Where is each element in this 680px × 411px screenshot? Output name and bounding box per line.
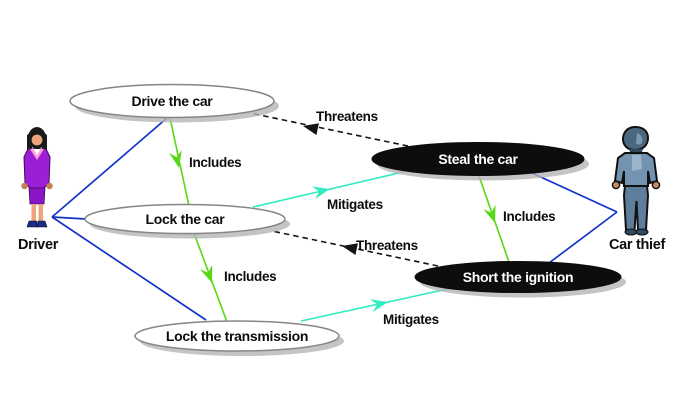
thief-shirt-highlight bbox=[632, 155, 642, 171]
node-label: Lock the car bbox=[146, 211, 226, 227]
thief-face bbox=[636, 133, 643, 145]
driver-actor-figure bbox=[21, 127, 53, 228]
association-driver-lock-transmission bbox=[51, 216, 207, 321]
thief-shoe bbox=[624, 228, 638, 236]
includes-arrowhead bbox=[169, 150, 182, 168]
edge-mitigates-transmission-short: Mitigates bbox=[300, 287, 453, 327]
driver-skirt bbox=[28, 187, 46, 205]
association-lines bbox=[51, 117, 618, 321]
car-thief-actor-figure bbox=[611, 125, 661, 236]
edge-threatens-short-lock: Threatens bbox=[271, 230, 439, 267]
driver-hand bbox=[46, 182, 53, 190]
node-label: Drive the car bbox=[132, 93, 214, 109]
edge-includes-steal-short: Includes bbox=[478, 175, 556, 263]
driver-face bbox=[31, 134, 43, 146]
thief-shoe bbox=[635, 228, 649, 236]
car-thief-actor-label: Car thief bbox=[609, 237, 666, 253]
node-label: Lock the transmission bbox=[166, 328, 308, 344]
edge-label-mitigates: Mitigates bbox=[383, 312, 439, 327]
driver-hand bbox=[21, 182, 28, 190]
node-drive-the-car: Drive the car bbox=[69, 83, 279, 123]
edge-label-includes: Includes bbox=[189, 155, 241, 170]
driver-shoe bbox=[26, 220, 38, 228]
use-case-ellipse bbox=[69, 83, 275, 119]
misuse-case-ellipse bbox=[371, 142, 585, 176]
threatens-line bbox=[249, 112, 409, 147]
mitigates-arrowhead bbox=[311, 186, 330, 200]
edge-label-mitigates: Mitigates bbox=[327, 197, 383, 212]
mitigates-line bbox=[300, 287, 453, 322]
thief-hooded-head bbox=[621, 125, 650, 152]
driver-leg bbox=[31, 204, 36, 221]
edge-label-threatens: Threatens bbox=[316, 109, 378, 124]
association-driver-lock-car bbox=[51, 216, 87, 220]
includes-arrowhead bbox=[483, 204, 496, 223]
threatens-arrowhead bbox=[303, 123, 319, 135]
association-thief-short-ignition bbox=[548, 211, 618, 264]
thief-fist bbox=[611, 180, 621, 190]
threatens-arrowhead bbox=[342, 243, 358, 255]
mitigates-arrowhead bbox=[370, 299, 388, 312]
includes-arrowhead bbox=[200, 264, 213, 283]
misuse-case-ellipse bbox=[414, 261, 622, 293]
edge-includes-drive-lock: Includes bbox=[169, 117, 242, 207]
thief-jeans bbox=[622, 185, 650, 231]
edge-mitigates-lock-steal: Mitigates bbox=[252, 171, 404, 212]
node-label: Steal the car bbox=[438, 151, 518, 167]
node-lock-the-car: Lock the car bbox=[84, 203, 290, 239]
driver-blouse bbox=[33, 149, 41, 156]
driver-shoe bbox=[36, 220, 48, 228]
use-case-ellipse bbox=[134, 320, 340, 352]
node-steal-the-car: Steal the car bbox=[371, 142, 589, 181]
node-lock-the-transmission: Lock the transmission bbox=[134, 320, 344, 356]
thief-fist bbox=[651, 180, 661, 190]
driver-actor-label: Driver bbox=[18, 237, 59, 253]
edge-label-includes: Includes bbox=[503, 209, 555, 224]
node-label: Short the ignition bbox=[463, 269, 573, 285]
node-short-the-ignition: Short the ignition bbox=[414, 261, 626, 298]
driver-leg bbox=[38, 204, 43, 221]
edge-includes-lock-transmission: Includes bbox=[193, 232, 277, 323]
edge-label-threatens: Threatens bbox=[356, 238, 418, 253]
association-thief-steal bbox=[531, 172, 618, 213]
edge-label-includes: Includes bbox=[224, 269, 276, 284]
edge-threatens-steal-drive: Threatens bbox=[249, 109, 409, 147]
use-case-ellipse bbox=[84, 203, 286, 235]
association-driver-drive bbox=[51, 117, 168, 218]
